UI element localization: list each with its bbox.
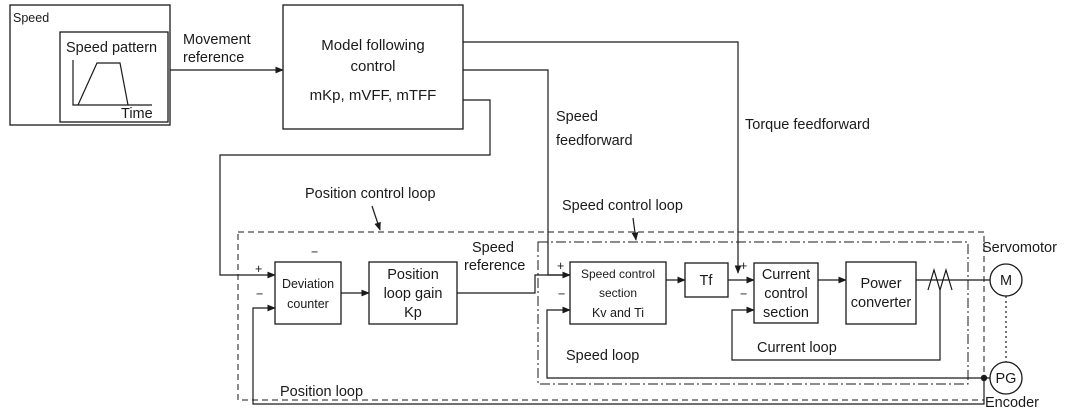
motor-icon: M [989,263,1023,297]
speed-control-section-line-1: Speed control [581,267,655,281]
speed-pattern-label: Speed pattern [66,40,157,56]
speed-control-loop-label: Speed control loop [562,198,683,214]
power-converter-line-2: converter [851,295,912,311]
torque-feedforward-line [463,41,742,274]
pg-encoder-icon: PG [989,361,1023,395]
model-following-control-block: Model following control mKp, mVFF, mTFF [282,4,464,130]
current-loop-label: Current loop [757,340,837,356]
deviation-top-minus-sign: − [311,245,318,259]
speed-feedforward-label-1: Speed [556,109,598,125]
speed-control-section-block: Speed control section Kv and Ti [569,261,667,325]
position-control-loop-pointer [371,205,381,231]
deviation-counter-line-1: Deviation [282,277,334,291]
power-converter-line-1: Power [860,276,901,292]
speed-loop-label: Speed loop [566,348,639,364]
speed-pattern-box: Speed Speed pattern Time [9,4,171,126]
current-sum-minus-sign: − [740,287,747,301]
position-loop-gain-line-1: Position [387,267,439,283]
time-axis-label: Time [121,106,153,122]
speed-sum-minus-sign: − [558,287,565,301]
motor-symbol: M [1000,273,1012,289]
position-loop-gain-line-3: Kp [404,305,422,321]
speed-reference-label-2: reference [464,258,525,274]
model-following-line-3: mKp, mVFF, mTFF [310,87,437,104]
deviation-plus-sign: + [255,262,262,276]
speed-axis-label: Speed [13,11,49,25]
speed-control-loop-boundary [537,241,969,385]
position-loop-label: Position loop [280,384,363,400]
speed-reference-line [457,274,570,294]
torque-feedforward-label: Torque feedforward [745,117,870,133]
current-sum-plus-sign: + [740,259,747,273]
position-control-loop-label: Position control loop [305,186,436,202]
servomotor-label: Servomotor [982,240,1057,256]
speed-reference-label-1: Speed [472,240,514,256]
power-converter-block: Power converter [845,261,917,325]
movement-reference-label-1: Movement [183,32,251,48]
pg-symbol: PG [996,371,1017,387]
speed-control-section-line-3: Kv and Ti [592,306,644,320]
speed-control-loop-pointer [631,217,639,241]
current-control-section-block: Current control section [753,262,819,324]
deviation-counter-line-2: counter [287,297,329,311]
tf-label: Tf [700,273,714,289]
speed-loop-feedback-line [546,306,990,379]
speed-control-section-line-2: section [599,286,637,300]
current-loop-feedback-line [731,290,941,361]
tf-filter-block: Tf [684,262,729,298]
speed-pattern-trapezoid [77,62,129,106]
speed-sum-plus-sign: + [557,259,564,273]
position-loop-gain-block: Position loop gain Kp [368,261,458,325]
position-reference-line [219,99,491,279]
deviation-counter-block: Deviation counter [274,261,342,325]
position-control-loop-boundary [237,231,985,401]
model-following-line-2: control [350,58,395,75]
current-control-line-2: control [764,286,808,302]
speed-feedforward-label-2: feedforward [556,133,633,149]
current-control-line-3: section [763,305,809,321]
speed-pattern-axes [72,60,152,106]
encoder-label: Encoder [985,395,1039,410]
deviation-minus-sign: − [256,287,263,301]
current-control-line-1: Current [762,267,810,283]
model-following-line-1: Model following [321,37,424,54]
position-loop-feedback-line [252,304,985,405]
position-loop-gain-line-2: loop gain [384,286,443,302]
movement-reference-label-2: reference [183,50,244,66]
